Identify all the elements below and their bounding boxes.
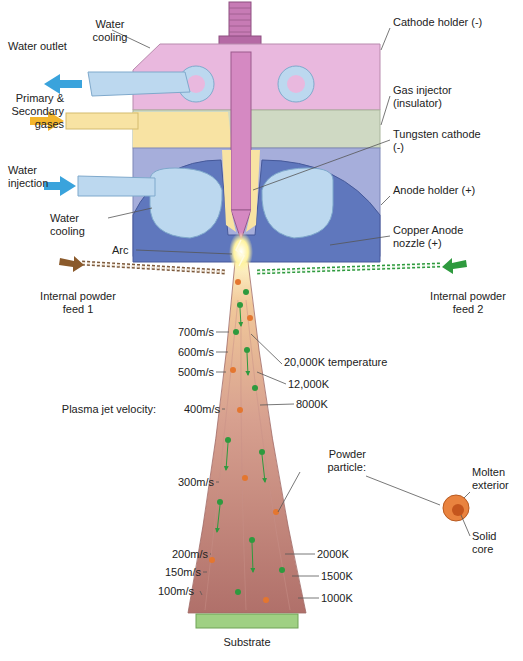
callout-label: Arc — [112, 244, 136, 257]
callout-label: 20,000K temperature — [284, 356, 404, 369]
callout-label: Water cooling — [80, 18, 140, 44]
callout-label: 600m/s — [150, 346, 214, 359]
callout-label: Substrate — [197, 636, 297, 649]
callout-label: Water cooling — [50, 212, 108, 238]
callout-label: Plasma jet velocity: — [20, 403, 156, 416]
callout-label: Solid core — [472, 530, 520, 556]
callout-label: 300m/s — [150, 476, 214, 489]
callout-label: Water injection — [8, 164, 68, 190]
callout-label: 700m/s — [150, 326, 214, 339]
callout-label: 1500K — [321, 570, 381, 583]
callout-label: 500m/s — [150, 366, 214, 379]
callout-label: Molten exterior — [472, 466, 520, 492]
callout-label: 150m/s — [137, 566, 201, 579]
callout-label: Water outlet — [8, 40, 68, 53]
callout-label: 1000K — [321, 592, 381, 605]
callout-label: Copper Anode nozzle (+) — [393, 224, 488, 250]
callout-label: 8000K — [296, 398, 376, 411]
callout-label: Primary & Secondary gases — [2, 92, 64, 131]
callout-label: Internal powder feed 1 — [28, 290, 128, 316]
callout-label: Gas injector (insulator) — [393, 84, 503, 110]
callout-label: 12,000K — [288, 378, 368, 391]
callout-label: Cathode holder (-) — [393, 16, 483, 29]
callout-label: Tungsten cathode (-) — [393, 128, 488, 154]
callout-label: 2000K — [317, 548, 377, 561]
callout-label: Internal powder feed 2 — [418, 290, 518, 316]
callout-label: Anode holder (+) — [393, 184, 483, 197]
callout-label: 100m/s — [130, 585, 194, 598]
callout-label: 400m/s — [158, 403, 220, 416]
callout-label: Powder particle: — [300, 448, 366, 474]
callout-label: 200m/s — [144, 548, 208, 561]
